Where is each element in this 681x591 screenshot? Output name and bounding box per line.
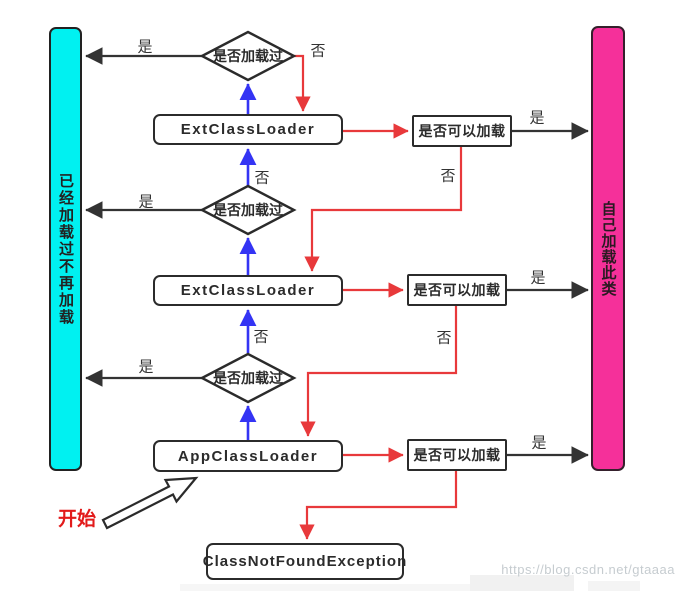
can-load-box-1: 是否可以加载 bbox=[412, 115, 512, 147]
edge-label-yes-5: 是 bbox=[530, 269, 546, 287]
can-load-box-3: 是否可以加载 bbox=[407, 439, 507, 471]
diamond-check-loaded-3 bbox=[199, 352, 297, 404]
edge-label-yes-1: 是 bbox=[137, 38, 153, 56]
edge-label-no-red-3: 否 bbox=[436, 329, 452, 347]
edge-label-yes-6: 是 bbox=[531, 434, 547, 452]
edge-label-yes-2: 是 bbox=[138, 193, 154, 211]
already-loaded-bar: 已经加载过不再加载 bbox=[49, 27, 82, 471]
can-load-box-2: 是否可以加载 bbox=[407, 274, 507, 306]
edge-label-no-blue-1: 否 bbox=[254, 169, 270, 187]
edge-label-yes-3: 是 bbox=[138, 358, 154, 376]
class-not-found-exception-box: ClassNotFoundException bbox=[203, 543, 406, 580]
diamond-label-1: 是否加载过 bbox=[213, 48, 283, 64]
no-path-canload2-to-loader3 bbox=[300, 306, 458, 437]
load-yourself-bar: 自己加载此类 bbox=[591, 26, 625, 471]
no-path-canload3-to-exception bbox=[299, 471, 458, 540]
no-path-diamond1-to-loader1 bbox=[294, 54, 311, 112]
watermark-stamp-band bbox=[180, 584, 574, 591]
edge-label-no-red-2: 否 bbox=[440, 167, 456, 185]
start-label: 开始 bbox=[58, 509, 97, 530]
diamond-label-3: 是否加载过 bbox=[213, 370, 283, 386]
start-block-arrow bbox=[101, 476, 199, 530]
app-classloader-box: AppClassLoader bbox=[153, 440, 343, 472]
watermark-stamp-block-1 bbox=[470, 575, 574, 591]
watermark-url: https://blog.csdn.net/gtaaaa bbox=[501, 562, 675, 577]
ext-classloader-box-2: ExtClassLoader bbox=[153, 275, 343, 306]
ext-classloader-box-1: ExtClassLoader bbox=[153, 114, 343, 145]
diamond-check-loaded-2 bbox=[199, 184, 297, 236]
diamond-check-loaded-1 bbox=[199, 30, 297, 82]
watermark-stamp-block-2 bbox=[588, 581, 640, 591]
already-loaded-bar-label: 已经加载过不再加载 bbox=[57, 172, 74, 326]
edge-label-yes-4: 是 bbox=[529, 109, 545, 127]
no-path-canload1-to-loader2 bbox=[304, 147, 463, 272]
edge-label-no-blue-2: 否 bbox=[253, 328, 269, 346]
load-yourself-bar-label: 自己加载此类 bbox=[599, 200, 617, 297]
edge-label-no-red-1: 否 bbox=[310, 42, 326, 60]
diamond-label-2: 是否加载过 bbox=[213, 202, 283, 218]
